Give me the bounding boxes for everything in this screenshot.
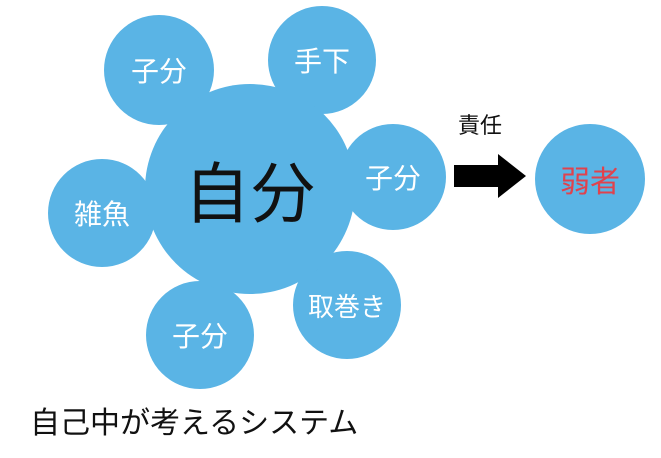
arrow-label-responsibility: 責任 xyxy=(458,114,503,139)
right-arrow-icon xyxy=(454,154,526,198)
satellite-bubble-henchman-top-left: 子分 xyxy=(104,15,214,125)
satellite-label: 子分 xyxy=(171,320,228,353)
center-label: 自分 xyxy=(184,156,316,233)
target-label: 弱者 xyxy=(560,165,620,200)
target-bubble-weak: 弱者 xyxy=(535,124,645,234)
satellite-label: 取巻き xyxy=(307,292,386,323)
satellite-bubble-small-fry-left: 雑魚 xyxy=(48,159,156,267)
satellite-label: 雑魚 xyxy=(73,198,130,231)
satellite-label: 子分 xyxy=(130,55,187,88)
satellite-bubble-henchman-bottom: 子分 xyxy=(146,281,254,389)
satellite-label: 手下 xyxy=(293,45,350,78)
diagram-caption: 自己中が考えるシステム xyxy=(30,406,359,441)
satellite-bubble-henchman-right: 子分 xyxy=(340,124,446,230)
center-bubble-self: 自分 xyxy=(145,84,355,294)
satellite-label: 子分 xyxy=(364,162,421,195)
